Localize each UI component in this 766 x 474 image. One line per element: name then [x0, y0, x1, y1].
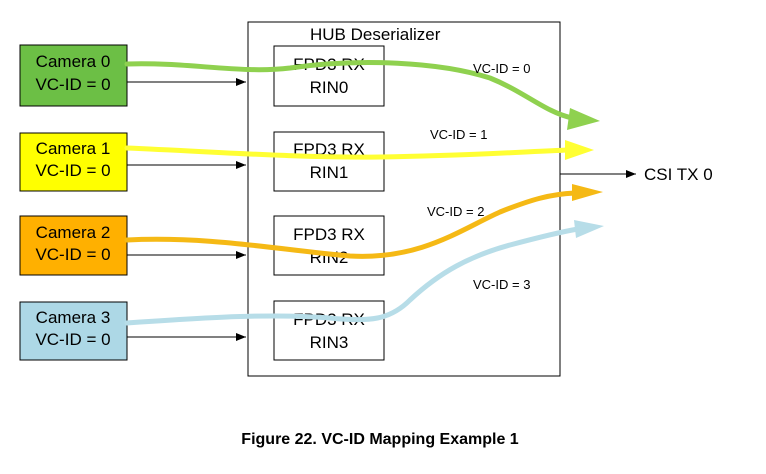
- receiver-rin2: FPD3 RX RIN2: [273, 215, 385, 276]
- camera-1: Camera 1 VC-ID = 0: [19, 132, 128, 192]
- stream-0: [124, 60, 600, 130]
- camera-2-box: [19, 215, 128, 276]
- camera-1-box: [19, 132, 128, 192]
- receiver-rin1-line2: RIN1: [310, 163, 349, 182]
- stream-0-path: [124, 60, 575, 121]
- camera-0-box: [19, 44, 128, 107]
- stream-2-arrowhead: [572, 184, 603, 201]
- receiver-rin0-line2: RIN0: [310, 78, 349, 97]
- receiver-rin3-box: [273, 300, 385, 361]
- figure-caption: Figure 22. VC-ID Mapping Example 1: [241, 431, 518, 448]
- camera-0-vcid: VC-ID = 0: [35, 75, 110, 94]
- stream-1-path: [124, 145, 571, 160]
- stream-0-label: VC-ID = 0: [473, 61, 530, 76]
- receiver-rin1-box: [273, 131, 385, 192]
- stream-2-path: [124, 190, 578, 259]
- camera-2: Camera 2 VC-ID = 0: [19, 215, 128, 276]
- camera-3-box: [19, 301, 128, 361]
- stream-3-arrowhead: [574, 220, 604, 238]
- stream-2-label: VC-ID = 2: [427, 204, 484, 219]
- receiver-rin3-line2: RIN3: [310, 333, 349, 352]
- receiver-rin2-line1: FPD3 RX: [293, 225, 365, 244]
- stream-1-label: VC-ID = 1: [430, 127, 487, 142]
- output-label: CSI TX 0: [644, 165, 713, 184]
- stream-2: [124, 184, 603, 259]
- stream-1-arrowhead: [565, 140, 594, 160]
- stream-3-label: VC-ID = 3: [473, 277, 530, 292]
- camera-0-name: Camera 0: [36, 52, 111, 71]
- receiver-rin0-box: [273, 45, 385, 107]
- camera-1-name: Camera 1: [36, 139, 111, 158]
- stream-1: [124, 140, 594, 160]
- camera-3: Camera 3 VC-ID = 0: [19, 301, 128, 361]
- stream-0-arrowhead: [567, 108, 600, 130]
- camera-0: Camera 0 VC-ID = 0: [19, 44, 128, 107]
- camera-2-vcid: VC-ID = 0: [35, 245, 110, 264]
- camera-1-vcid: VC-ID = 0: [35, 161, 110, 180]
- stream-3: [124, 220, 604, 326]
- receiver-rin0: FPD3 RX RIN0: [273, 45, 385, 107]
- hub-title: HUB Deserializer: [310, 25, 441, 44]
- camera-3-vcid: VC-ID = 0: [35, 330, 110, 349]
- camera-2-name: Camera 2: [36, 223, 111, 242]
- receiver-rin1: FPD3 RX RIN1: [273, 131, 385, 192]
- receiver-rin2-box: [273, 215, 385, 276]
- stream-3-path: [124, 226, 581, 326]
- receiver-rin3: FPD3 RX RIN3: [273, 300, 385, 361]
- camera-3-name: Camera 3: [36, 308, 111, 327]
